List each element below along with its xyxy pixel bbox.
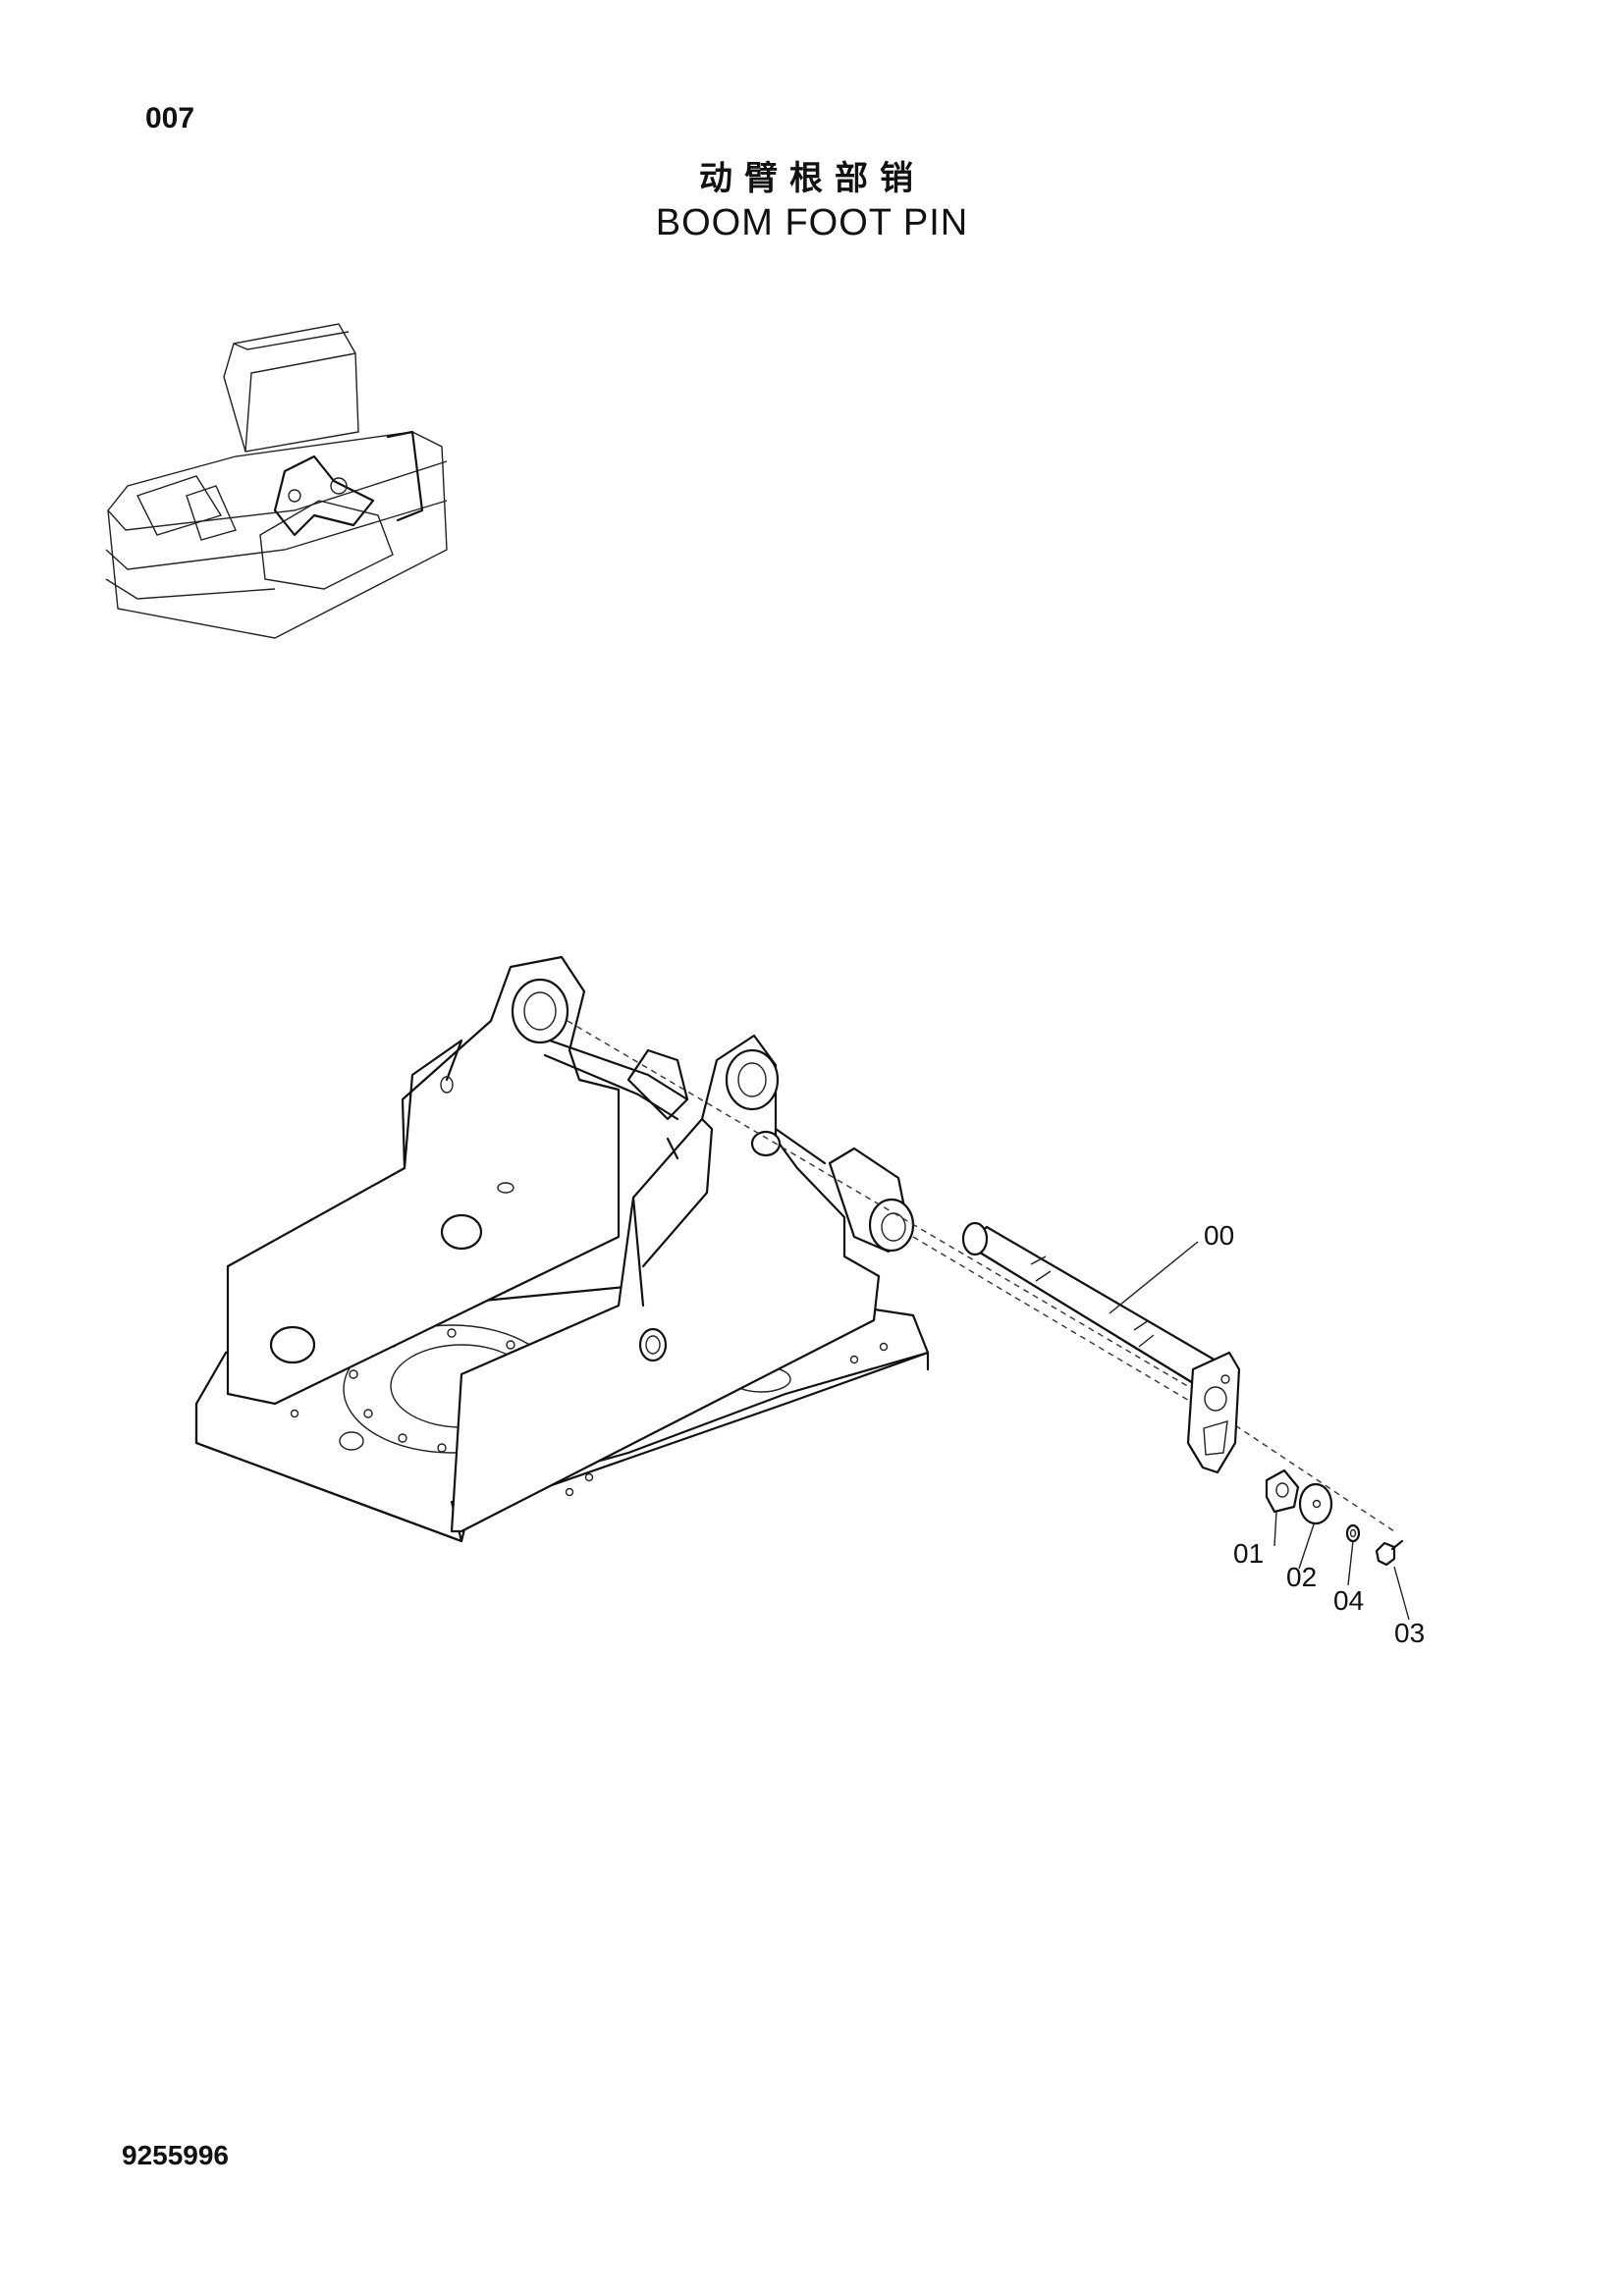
callout-01: 01	[1233, 1538, 1264, 1569]
page-title-chinese: 动臂根部销	[699, 159, 925, 198]
boom-foot-pin-assembly-icon	[194, 955, 1410, 1621]
page-title: BOOM FOOT PIN	[655, 202, 969, 243]
callout-03: 03	[1394, 1618, 1425, 1648]
excavator-overview-icon	[105, 323, 448, 639]
page-number: 007	[145, 102, 195, 134]
callout-04: 04	[1333, 1585, 1364, 1616]
callout-02: 02	[1286, 1562, 1317, 1592]
document-number: 9255996	[122, 2140, 230, 2170]
callout-00: 00	[1204, 1220, 1234, 1251]
